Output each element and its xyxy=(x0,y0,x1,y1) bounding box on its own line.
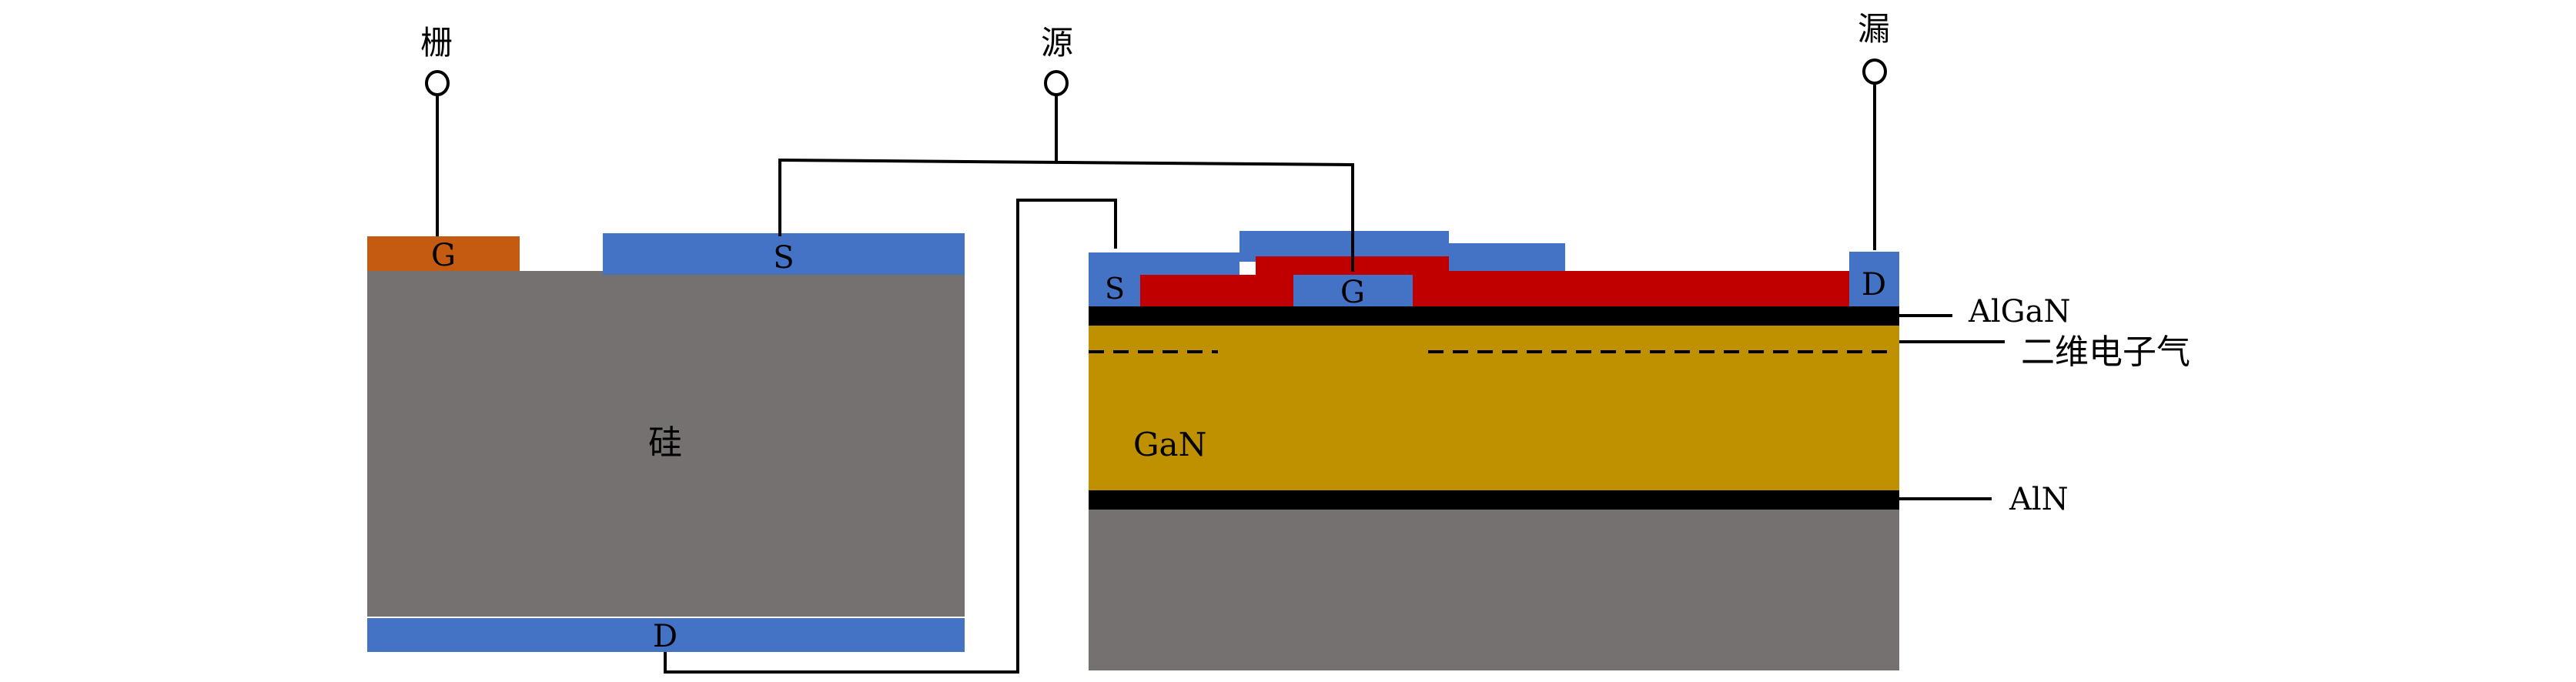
hemt-drain-label: D xyxy=(1862,267,1886,303)
drain-terminal-label: 漏 xyxy=(1858,10,1890,48)
si-body-label: 硅 xyxy=(648,423,682,463)
algan-annotation: AlGaN xyxy=(1968,294,2070,329)
si-source-electrode xyxy=(603,233,965,275)
hemt-drain-electrode xyxy=(1849,252,1899,306)
si-body xyxy=(367,271,965,617)
hemt-gate-label: G xyxy=(1340,275,1365,310)
si-source-label: S xyxy=(773,240,794,276)
2deg-annotation: 二维电子气 xyxy=(2021,333,2190,372)
si-mosfet: G S 硅 D xyxy=(367,233,965,654)
passivation-left xyxy=(1140,275,1293,306)
aln-annotation: AlN xyxy=(2009,482,2069,517)
source-terminal-label: 源 xyxy=(1041,24,1073,62)
si-drain-electrode xyxy=(367,618,965,652)
passivation-right xyxy=(1413,271,1849,306)
gan-layer xyxy=(1089,326,1899,490)
source-field-plate-right xyxy=(1449,243,1565,274)
aln-layer xyxy=(1089,490,1899,510)
gate-terminal-icon xyxy=(425,70,450,96)
hemt-gate-electrode xyxy=(1293,275,1413,306)
si-gate-electrode xyxy=(367,236,520,271)
algan-layer xyxy=(1089,306,1899,326)
passivation-mid-fill xyxy=(1413,262,1449,277)
substrate xyxy=(1089,510,1899,670)
si-drain-to-hemt-source-wire xyxy=(664,199,1117,674)
drain-terminal-icon xyxy=(1862,59,1887,85)
source-terminal-icon xyxy=(1044,70,1069,96)
terminals: 栅 源 漏 xyxy=(420,10,1890,96)
gate-terminal-label: 栅 xyxy=(420,24,453,62)
si-gate-label: G xyxy=(431,238,456,273)
si-drain-label: D xyxy=(653,619,677,654)
wiring xyxy=(436,83,1876,674)
gan-label: GaN xyxy=(1133,426,1206,463)
source-bus-wire xyxy=(778,158,1354,272)
annotations: AlGaN 二维电子气 AlN xyxy=(1899,294,2190,517)
gan-hemt: S G D GaN xyxy=(1089,231,1899,670)
hemt-source-label: S xyxy=(1105,272,1125,306)
